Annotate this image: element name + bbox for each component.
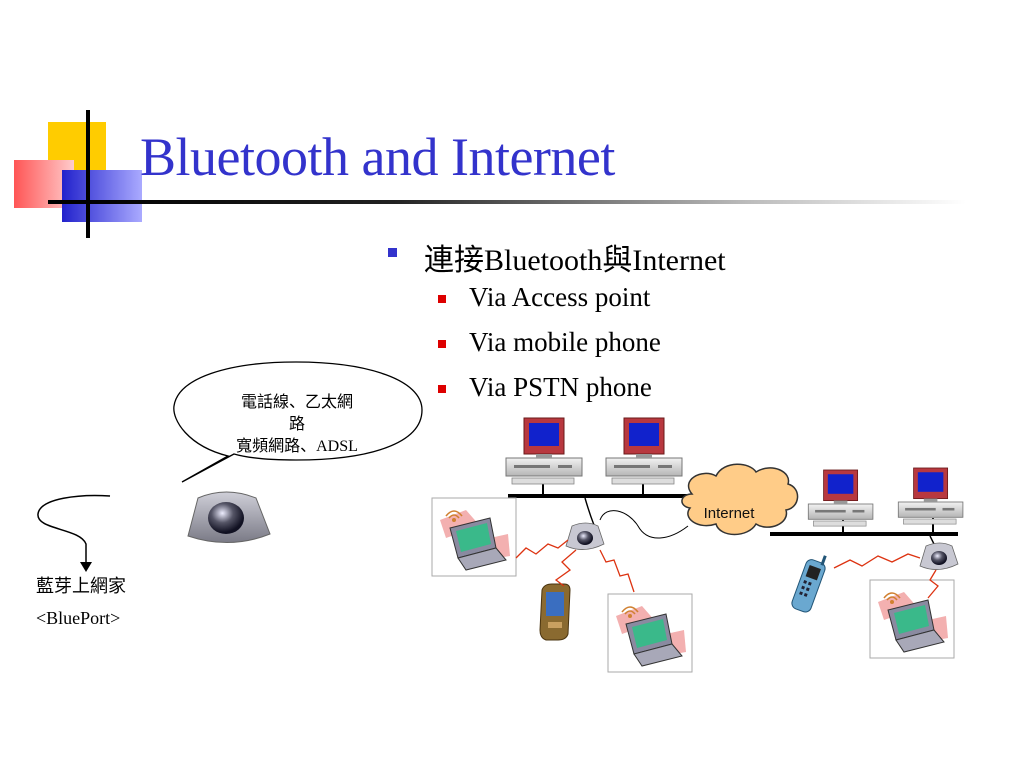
callout-line-1: 電話線、乙太網: [240, 394, 353, 411]
device-model-label: <BluePort>: [36, 608, 121, 628]
laptop-icon: [869, 579, 955, 659]
access-point-icon: [565, 522, 605, 551]
callout-line-3: 寬頻網路、ADSL: [236, 438, 358, 455]
sub-bullet-text: Via mobile phone: [469, 327, 661, 357]
desktop-pc-icon: [807, 469, 874, 527]
decorative-corner-graphic: [14, 110, 142, 238]
sub-bullet-square-icon: [438, 295, 446, 303]
network-diagram: Internet: [431, 417, 964, 673]
desktop-pc-icon: [605, 417, 683, 485]
laptop-icon: [431, 497, 517, 577]
bullet-square-icon: [388, 248, 397, 257]
sub-bullet-square-icon: [438, 340, 446, 348]
mobile-phone-icon: [791, 555, 827, 613]
title-underline: [86, 200, 966, 204]
desktop-pc-icon: [505, 417, 583, 485]
callout-text: 電話線、乙太網 路 寬頻網路、ADSL: [212, 392, 382, 458]
device-name-label: 藍芽上網家: [36, 576, 126, 596]
laptop-icon: [607, 593, 693, 673]
sub-bullet-square-icon: [438, 385, 446, 393]
pda-icon: [539, 583, 571, 641]
speech-bubble: [173, 361, 423, 483]
internet-cloud-label: Internet: [704, 505, 756, 522]
blueport-device-icon: [187, 491, 271, 543]
bullet-main-text: 連接Bluetooth與Internet: [424, 244, 726, 277]
slide-title: Bluetooth and Internet: [140, 127, 615, 187]
callout-line-2: 路: [288, 416, 305, 433]
curved-arrow: [37, 494, 111, 572]
sub-bullet-text: Via PSTN phone: [469, 372, 652, 402]
desktop-pc-icon: [897, 467, 964, 525]
access-point-icon: [919, 542, 959, 571]
internet-cloud: Internet: [681, 463, 799, 536]
sub-bullet-text: Via Access point: [469, 282, 651, 312]
